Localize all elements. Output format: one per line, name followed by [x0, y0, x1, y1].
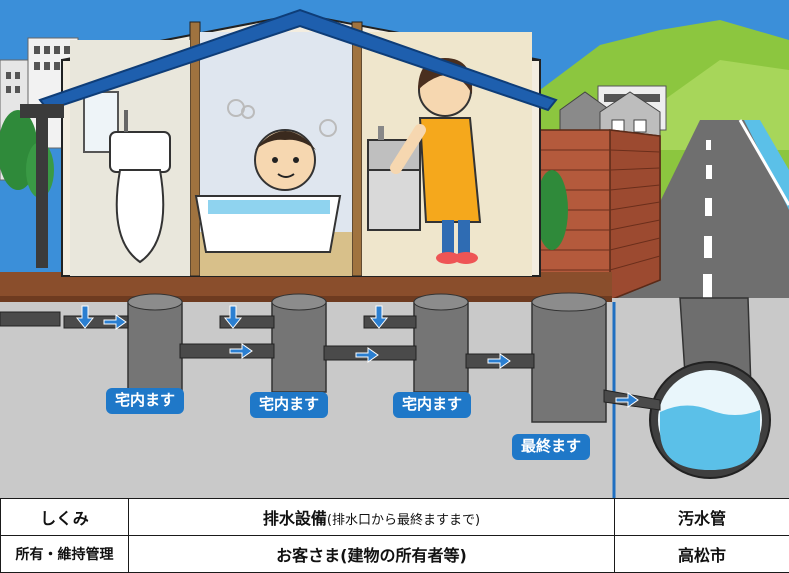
inlet-2 [271, 293, 327, 393]
row-header-mechanism: しくみ [0, 498, 129, 536]
city-cell: 高松市 [614, 535, 789, 573]
sewer-pipe-cell: 汚水管 [614, 498, 789, 536]
right-arrow [355, 347, 379, 363]
road-markings [703, 140, 712, 298]
inlet-label-3: 宅内ます [393, 392, 472, 418]
final-inlet [531, 292, 607, 423]
table-row-ownership: 所有・維持管理 お客さま(建物の所有者等) 高松市 [0, 535, 789, 573]
woman [390, 58, 482, 264]
down-arrow [369, 305, 389, 329]
flow-arrows [75, 305, 639, 408]
table-row-mechanism: しくみ 排水設備(排水口から最終ますまで) 汚水管 [0, 498, 789, 536]
inlet-label-2: 宅内ます [250, 392, 329, 418]
customer-cell: お客さま(建物の所有者等) [128, 535, 615, 573]
responsibility-table: しくみ 排水設備(排水口から最終ますまで) 汚水管 所有・維持管理 お客さま(建… [0, 498, 789, 573]
bathtub [194, 99, 342, 253]
final-inlet-label: 最終ます [512, 434, 591, 460]
drainage-facility-title: 排水設備 [262, 509, 327, 528]
right-arrow [615, 392, 639, 408]
inlet-1 [127, 293, 183, 393]
down-arrow [223, 305, 243, 329]
row-header-ownership: 所有・維持管理 [0, 535, 129, 573]
sewer-pipe [649, 297, 771, 479]
inlet-label-1: 宅内ます [106, 388, 185, 414]
drainage-illustration [0, 0, 789, 498]
right-arrow [103, 314, 127, 330]
toilet [109, 110, 171, 264]
house [20, 8, 558, 277]
inlet-3 [413, 293, 469, 393]
drainage-facility-cell: 排水設備(排水口から最終ますまで) [128, 498, 615, 536]
right-arrow [229, 343, 253, 359]
right-arrow [487, 353, 511, 369]
down-arrow [75, 305, 95, 329]
drainage-facility-note: (排水口から最終ますまで) [326, 513, 481, 528]
